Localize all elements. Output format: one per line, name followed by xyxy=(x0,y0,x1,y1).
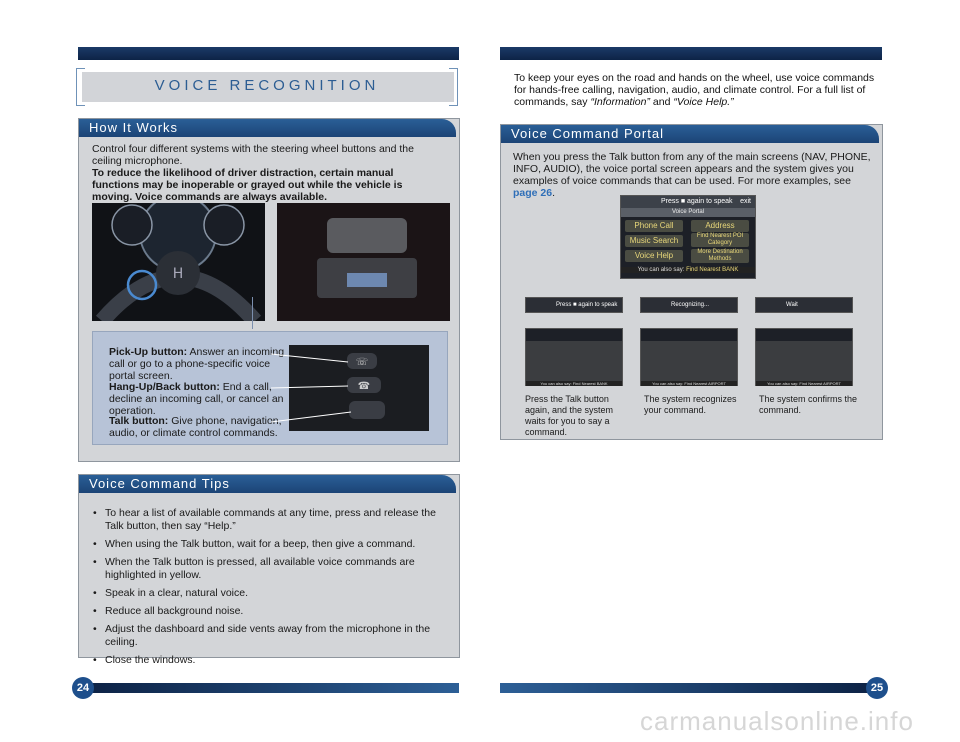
step1-banner: Press ■ again to speak xyxy=(525,297,623,313)
tip-item: Speak in a clear, natural voice. xyxy=(93,587,438,600)
top-bar-right xyxy=(500,47,882,60)
page-title: VOICE RECOGNITION xyxy=(154,77,380,94)
step3-screen: You can also say: Find Nearest AIRPORT xyxy=(755,328,853,386)
hangup-button-desc: Hang-Up/Back button: End a call, decline… xyxy=(109,381,284,417)
step3-caption: The system confirms the command. xyxy=(759,394,858,415)
tips-panel: Voice Command Tips To hear a list of ava… xyxy=(78,474,460,667)
tip-item: When using the Talk button, wait for a b… xyxy=(93,538,438,551)
page-number-left: 24 xyxy=(72,677,94,699)
tip-item: Close the windows. xyxy=(93,654,438,667)
step2-banner: Recognizing... xyxy=(640,297,738,313)
option-voice-help[interactable]: Voice Help xyxy=(625,250,683,262)
watermark: carmanualsonline.info xyxy=(640,706,914,736)
option-more-destination[interactable]: More Destination Methods xyxy=(691,249,749,263)
voice-portal-screen: Press ■ again to speak exit Voice Portal… xyxy=(620,195,756,279)
step3-banner: Wait xyxy=(755,297,853,313)
ceiling-microphone-photo xyxy=(277,203,450,321)
option-music-search[interactable]: Music Search xyxy=(625,235,683,247)
screen-subtitle: Voice Portal xyxy=(621,208,755,217)
callout-lines xyxy=(270,353,352,423)
how-it-works-panel: How It Works Control four different syst… xyxy=(78,118,460,462)
svg-text:☎: ☎ xyxy=(358,381,370,392)
step1-caption: Press the Talk button again, and the sys… xyxy=(525,394,614,437)
bottom-bar-right xyxy=(500,683,869,693)
tip-item: Reduce all background noise. xyxy=(93,605,438,618)
callout-line xyxy=(252,297,253,329)
option-phone-call[interactable]: Phone Call xyxy=(625,220,683,232)
tip-item: Adjust the dashboard and side vents away… xyxy=(93,623,438,649)
svg-text:H: H xyxy=(173,266,184,282)
portal-body: When you press the Talk button from any … xyxy=(513,151,871,199)
portal-panel: Voice Command Portal When you press the … xyxy=(500,124,883,440)
step2-caption: The system recognizes your command. xyxy=(644,394,737,415)
tips-heading: Voice Command Tips xyxy=(79,475,456,493)
tip-item: When the Talk button is pressed, all ava… xyxy=(93,556,438,582)
intro-text: To keep your eyes on the road and hands … xyxy=(514,72,875,108)
step2-screen: You can also say: Find Nearest AIRPORT xyxy=(640,328,738,386)
tip-item: To hear a list of available commands at … xyxy=(93,507,438,533)
exit-button[interactable]: exit xyxy=(740,198,751,205)
talk-button-desc: Talk button: Give phone, navigation, aud… xyxy=(109,415,282,439)
pickup-button-desc: Pick-Up button: Answer an incoming call … xyxy=(109,346,285,382)
top-bar-left xyxy=(78,47,459,60)
page-26-link[interactable]: page 26 xyxy=(513,187,553,199)
screen-header: Press ■ again to speak exit xyxy=(621,196,755,208)
page-number-right: 25 xyxy=(866,677,888,699)
tips-list: To hear a list of available commands at … xyxy=(93,507,438,672)
screen-footer: You can also say: Find Nearest BANK xyxy=(621,267,755,273)
how-it-works-body: Control four different systems with the … xyxy=(92,143,414,167)
title-band: VOICE RECOGNITION xyxy=(76,68,458,106)
wheel-buttons-card: Pick-Up button: Answer an incoming call … xyxy=(92,331,448,445)
how-it-works-heading: How It Works xyxy=(79,119,456,137)
distraction-warning: To reduce the likelihood of driver distr… xyxy=(92,167,403,203)
option-find-nearest[interactable]: Find Nearest POI Category xyxy=(691,233,749,247)
step1-screen: You can also say: Find Nearest BANK xyxy=(525,328,623,386)
option-address[interactable]: Address xyxy=(691,220,749,232)
portal-heading: Voice Command Portal xyxy=(501,125,879,143)
bottom-bar-left xyxy=(90,683,459,693)
svg-text:☏: ☏ xyxy=(356,357,369,368)
steering-wheel-photo: H xyxy=(92,203,265,321)
